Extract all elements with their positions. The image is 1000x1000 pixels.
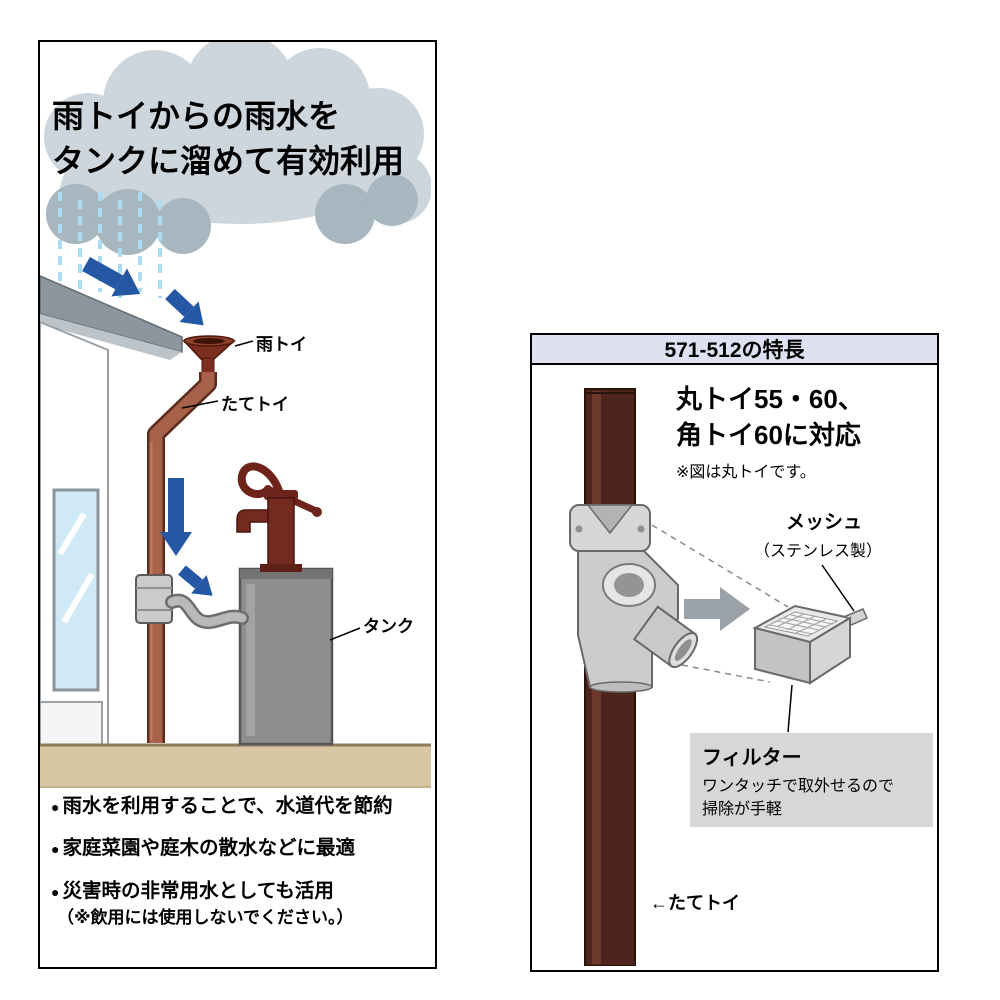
roof [40,275,183,360]
window [52,488,100,692]
left-panel: 雨トイからの雨水を タンクに溜めて有効利用 雨トイ たてトイ タンク ● 雨水を… [38,40,437,969]
bullet-icon: ● [51,799,60,815]
pump-spout [236,509,269,533]
callout-lines [787,564,855,733]
flow-arrows [82,257,213,596]
flow-arrow-funnel [165,288,204,326]
callout-lines [181,340,361,641]
downpipe-illustration [147,372,217,743]
filter-callout-box: フィルター ワンタッチで取外せるので 掃除が手軽 [690,733,933,827]
mesh-texture [769,613,834,635]
label-downpipe: たてトイ [221,395,289,414]
outlet-spout [632,605,699,669]
benefit-note: （※飲用には使用しないでください。） [57,908,354,928]
exploded-view-lines [651,524,789,683]
collector-device [569,504,699,693]
right-panel-title: 571-512の特長 [664,339,805,362]
compat-line1: 丸トイ55・60、 [676,384,864,414]
downpipe-pointer-label: ←たてトイ [650,893,740,913]
pipe-collector [135,574,173,624]
title-line1: 雨トイからの雨水を [52,98,341,134]
compatibility-text: 丸トイ55・60、 角トイ60に対応 ※図は丸トイです。 [676,381,864,484]
direction-arrow [684,587,750,631]
rain-gutter-funnel [182,335,236,375]
house-wall [40,320,109,746]
filter-desc-1: ワンタッチで取外せるので [702,778,895,795]
filter-basket [752,604,868,685]
right-panel: 571-512の特長 丸トイ55・60、 角トイ60に対応 ※図は丸トイです。 … [530,333,939,972]
benefit-item-1: ● 雨水を利用することで、水道代を節約 [51,795,429,817]
benefit-list: ● 雨水を利用することで、水道代を節約 ● 家庭菜園や庭木の散水などに最適 ● … [51,795,429,948]
label-rain-gutter: 雨トイ [256,335,307,354]
compat-line2: 角トイ60に対応 [676,420,861,451]
hose [165,593,249,629]
pump-handle [237,462,284,498]
left-panel-title: 雨トイからの雨水を タンクに溜めて有効利用 [52,94,404,184]
title-line2: タンクに溜めて有効利用 [52,142,405,179]
benefit-text-1: 雨水を利用することで、水道代を節約 [62,795,393,817]
hand-pump [236,462,322,572]
benefit-text-3: 災害時の非常用水としても活用 [62,879,334,902]
ground [40,743,431,788]
rainwater-system-illustration [40,42,431,788]
mesh-label: メッシュ [786,512,863,533]
step-box [40,701,103,746]
mesh-callout: メッシュ （ステンレス製） [754,507,882,561]
benefit-item-2: ● 家庭菜園や庭木の散水などに最適 [51,837,429,859]
right-panel-header: 571-512の特長 [532,335,937,365]
tank-illustration [238,567,334,746]
benefit-item-3: ● 災害時の非常用水としても活用 [51,880,429,902]
compat-note: ※図は丸トイです。 [676,463,816,481]
bullet-icon: ● [51,883,60,900]
mesh-material: （ステンレス製） [754,543,883,560]
feature-illustration [569,388,868,966]
benefit-text-2: 家庭菜園や庭木の散水などに最適 [62,837,355,860]
bullet-icon: ● [51,841,60,858]
label-tank: タンク [363,617,414,636]
filter-desc-2: 掃除が手軽 [702,801,783,819]
flow-arrow-roof [82,257,141,297]
flow-arrow-downpipe [160,478,192,556]
flow-arrow-collector [178,565,213,596]
filter-title: フィルター [702,747,802,769]
